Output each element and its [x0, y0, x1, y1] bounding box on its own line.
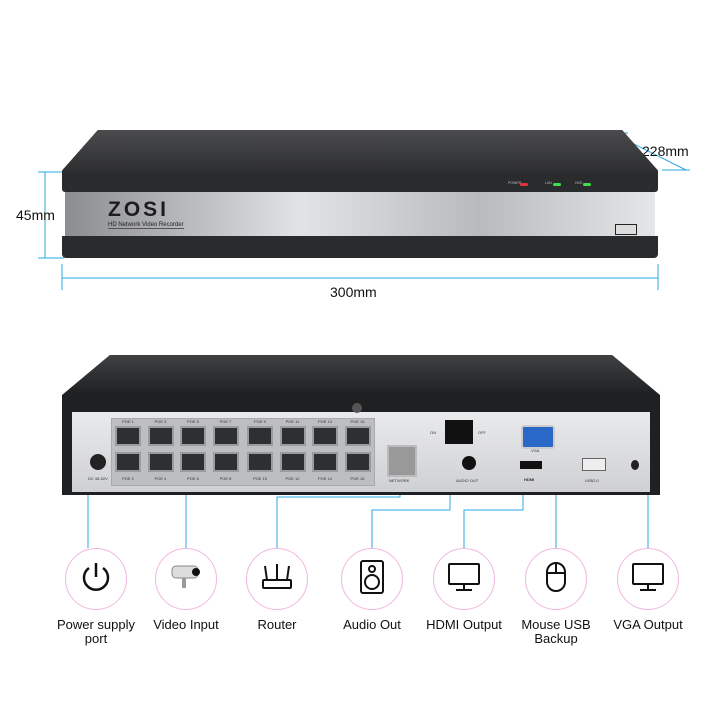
poe-port-label: POE 1: [122, 419, 134, 424]
poe-port: [247, 426, 273, 446]
led-label-lan: LAN: [545, 181, 552, 185]
poe-port: [147, 452, 174, 472]
feature-label: Router: [257, 617, 297, 632]
feature-label: Power supply port: [56, 617, 136, 646]
back-top-cover: [62, 355, 660, 395]
height-dimension: 45mm: [16, 207, 55, 223]
mouse-icon: [544, 559, 568, 600]
feature-label: Mouse USB Backup: [521, 617, 591, 646]
depth-dimension: 228mm: [642, 143, 689, 159]
brand-subtitle: HD Network Video Recorder: [108, 222, 184, 229]
switch-off-label: OFF: [478, 430, 486, 435]
usb-label: USB2.0: [585, 478, 599, 483]
screw-icon: [352, 403, 362, 413]
switch-on-label: ON: [430, 430, 436, 435]
front-top-cover: [62, 130, 658, 175]
poe-port-label: POE 5: [187, 419, 199, 424]
front-usb-port: [615, 224, 637, 235]
poe-port: [180, 426, 206, 446]
feature-icon-circle: [525, 548, 587, 610]
hdd-led: [583, 183, 591, 186]
poe-port-label: POE 4: [154, 476, 167, 481]
poe-port-label: POE 9: [254, 419, 266, 424]
feature-icon-circle: [155, 548, 217, 610]
hdmi-port: [520, 461, 542, 469]
audio-out-jack: [462, 456, 476, 470]
poe-port: [180, 452, 206, 472]
monitor-icon: [446, 561, 482, 598]
feature-icon-circle: [617, 548, 679, 610]
width-dimension: 300mm: [330, 284, 377, 300]
feature-label: HDMI Output: [426, 617, 502, 632]
poe-port: [279, 426, 306, 446]
poe-port: [115, 452, 141, 472]
brand-logo: ZOSI: [108, 198, 170, 221]
feature-icon-circle: [433, 548, 495, 610]
feature-label: Audio Out: [343, 617, 401, 632]
feature-icon-circle: [246, 548, 308, 610]
hdmi-label: HDMI: [524, 477, 535, 482]
vga-label: VGA: [531, 448, 540, 453]
poe-port: [312, 452, 338, 472]
router-icon: [259, 560, 295, 599]
led-label-hdd: HDD: [575, 181, 583, 185]
poe-port-label: POE 6: [187, 476, 199, 481]
power-led: [520, 183, 528, 186]
power-switch: [445, 420, 473, 444]
poe-port-label: POE 8: [219, 476, 232, 481]
poe-port: [212, 426, 239, 446]
camera-icon: [166, 560, 206, 599]
feature-icon-circle: [65, 548, 127, 610]
ground-screw: [631, 460, 639, 470]
poe-port: [147, 426, 174, 446]
front-lower-band: [62, 236, 658, 258]
led-label-power: POWER: [508, 181, 522, 185]
feature-label: Video Input: [153, 617, 219, 632]
poe-port-label: POE 11: [285, 419, 300, 424]
feature-label: VGA Output: [613, 617, 683, 632]
poe-port-label: POE 2: [122, 476, 134, 481]
poe-port: [247, 452, 273, 472]
poe-port-label: POE 3: [154, 419, 167, 424]
poe-port-label: POE 10: [252, 476, 267, 481]
poe-port: [312, 426, 338, 446]
dc-power-jack: [90, 454, 106, 470]
poe-port: [115, 426, 141, 446]
poe-port-label: POE 12: [285, 476, 300, 481]
poe-port: [279, 452, 306, 472]
network-label: NETWORK: [389, 478, 410, 483]
poe-port: [344, 426, 371, 446]
power-label: DC 48-52V: [88, 476, 108, 481]
network-port: [387, 445, 417, 477]
power-icon: [79, 560, 113, 599]
feature-icon-circle: [341, 548, 403, 610]
poe-port-label: POE 15: [350, 419, 365, 424]
poe-port: [212, 452, 239, 472]
poe-port-label: POE 14: [317, 476, 332, 481]
poe-port-label: POE 16: [350, 476, 365, 481]
poe-port: [344, 452, 371, 472]
speaker-icon: [357, 559, 387, 600]
poe-port-label: POE 7: [219, 419, 232, 424]
vga-port: [521, 425, 555, 449]
audio-label: AUDIO OUT: [456, 478, 479, 483]
lan-led: [553, 183, 561, 186]
front-upper-band: [62, 172, 658, 192]
usb-port: [582, 458, 606, 471]
monitor-icon: [630, 561, 666, 598]
poe-port-label: POE 13: [317, 419, 332, 424]
